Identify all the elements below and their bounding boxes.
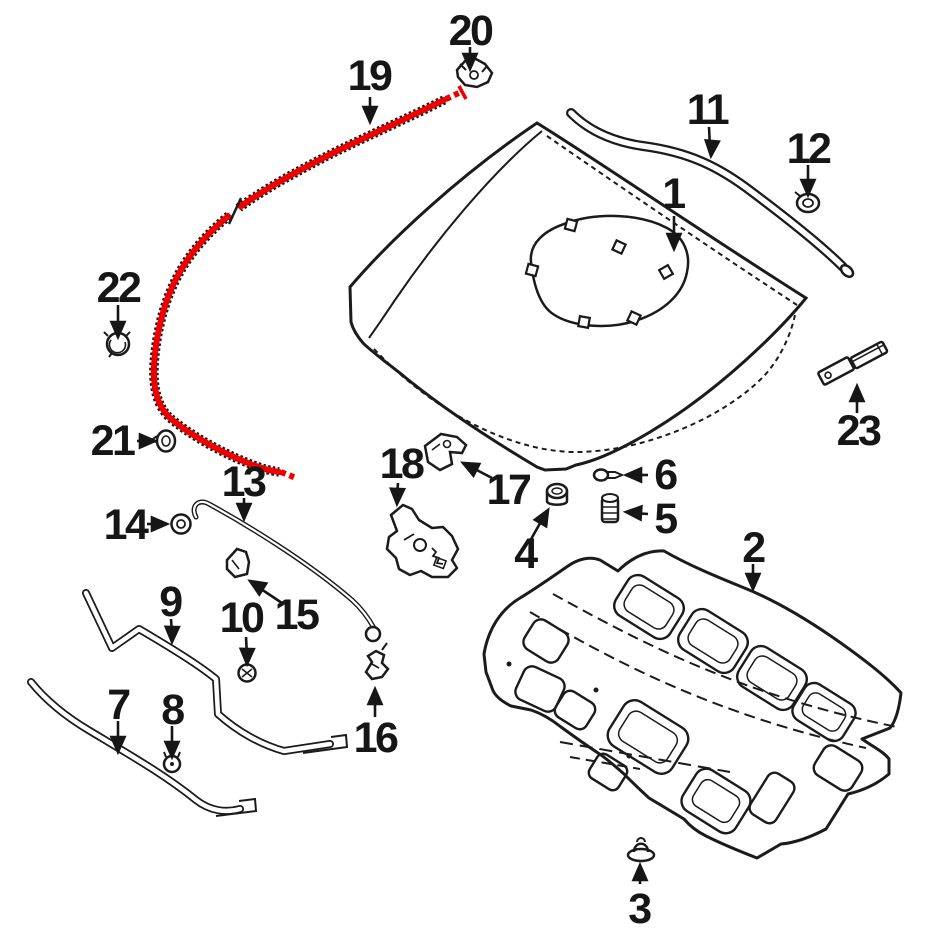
- arrow-11: [703, 126, 721, 160]
- callout-22[interactable]: 22: [97, 264, 144, 312]
- lower-molding-strip-drawing: [27, 678, 258, 817]
- pin-6-drawing: [592, 468, 625, 482]
- arrow-1: [665, 216, 683, 253]
- arrow-23: [848, 382, 866, 413]
- arrow-18: [389, 482, 407, 508]
- arrow-5: [622, 504, 649, 522]
- callout-17[interactable]: 17: [487, 466, 534, 514]
- callout-16[interactable]: 16: [354, 714, 401, 762]
- arrow-8: [163, 726, 181, 761]
- callout-15[interactable]: 15: [275, 591, 322, 639]
- callout-7[interactable]: 7: [107, 681, 133, 729]
- callout-6[interactable]: 6: [654, 451, 680, 499]
- callout-12[interactable]: 12: [787, 125, 834, 173]
- callout-11[interactable]: 11: [687, 86, 732, 134]
- front-hood-seal-highlighted-drawing: [149, 85, 468, 481]
- arrow-22: [109, 305, 127, 341]
- arrow-20: [461, 47, 479, 73]
- arrow-16: [366, 685, 384, 717]
- bump-stop-4-drawing: [545, 482, 569, 506]
- hood-opening-tabs: [524, 217, 675, 330]
- arrow-10: [238, 636, 256, 668]
- arrow-6: [622, 466, 648, 484]
- callout-1[interactable]: 1: [662, 170, 688, 218]
- front-molding-strip-drawing: [82, 589, 349, 755]
- bumper-5-drawing: [600, 493, 620, 524]
- callout-10[interactable]: 10: [220, 594, 267, 642]
- arrow-19: [361, 97, 379, 126]
- arrow-2: [744, 564, 762, 593]
- callout-4[interactable]: 4: [514, 530, 541, 578]
- arrow-17: [460, 461, 493, 480]
- callout-labels: 1 2 3 4 5 6 7 8 9 10 11 12 13 14 15 16 1…: [91, 7, 884, 931]
- arrow-12: [799, 165, 817, 199]
- callout-9[interactable]: 9: [159, 578, 185, 626]
- arrow-3: [631, 861, 649, 884]
- safety-hook-17-drawing: [423, 432, 468, 472]
- arrow-4: [528, 507, 550, 542]
- callout-13[interactable]: 13: [222, 458, 269, 506]
- hood-panel-drawing: [348, 121, 809, 472]
- hood-insulator-pad-drawing: [482, 549, 903, 860]
- arrow-13: [235, 498, 253, 523]
- clip-22-drawing: [103, 331, 131, 358]
- arrow-15: [247, 579, 283, 605]
- clip-15-drawing: [225, 547, 251, 579]
- clip-16-drawing: [364, 642, 390, 681]
- callout-18[interactable]: 18: [380, 440, 427, 488]
- hood-prop-rod-drawing: [191, 499, 382, 643]
- callout-23[interactable]: 23: [837, 407, 884, 455]
- bracket-23-drawing: [817, 340, 889, 386]
- callout-19[interactable]: 19: [348, 52, 395, 100]
- callout-arrows: [109, 47, 866, 884]
- callout-8[interactable]: 8: [161, 686, 187, 734]
- arrow-21: [137, 432, 159, 450]
- callout-14[interactable]: 14: [104, 501, 152, 549]
- callout-20[interactable]: 20: [449, 7, 496, 55]
- callout-5[interactable]: 5: [654, 495, 680, 543]
- hood-latch-18-drawing: [385, 503, 460, 579]
- callout-3[interactable]: 3: [628, 885, 654, 931]
- callout-21[interactable]: 21: [91, 417, 138, 465]
- arrow-9: [163, 618, 181, 646]
- arrow-14: [147, 515, 171, 533]
- arrow-7: [109, 721, 127, 756]
- grommet-14-drawing: [170, 513, 192, 535]
- rear-weatherstrip-drawing: [566, 108, 855, 279]
- clip-3-drawing: [626, 837, 656, 863]
- callout-2[interactable]: 2: [742, 524, 768, 572]
